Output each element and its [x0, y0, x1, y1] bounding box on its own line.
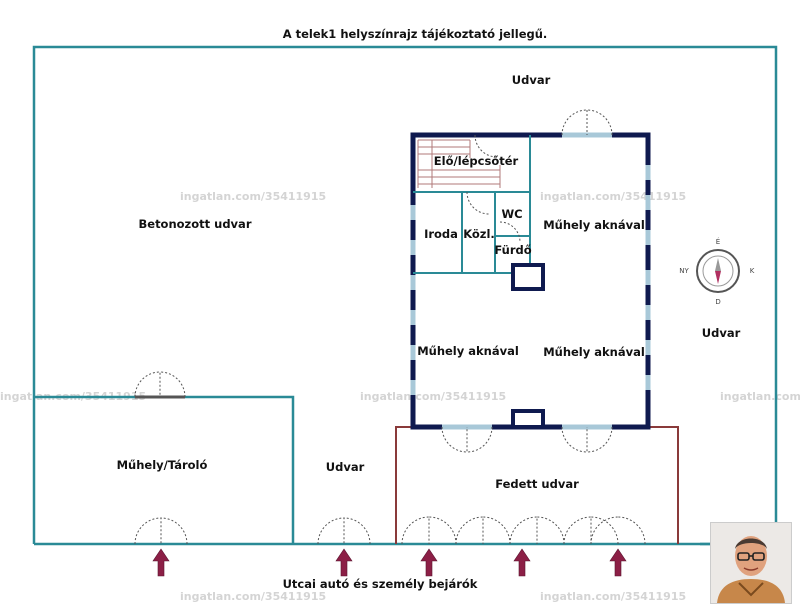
main-building — [410, 132, 651, 430]
watermark: ingatlan.com/35411915 — [180, 590, 326, 603]
compass-west: NY — [679, 267, 689, 275]
doors — [134, 109, 646, 545]
plan-title: A telek1 helyszínrajz tájékoztató jelleg… — [283, 27, 548, 41]
label-kozl: Közl. — [463, 227, 495, 241]
avatar — [710, 522, 792, 604]
label-muhely-aknaval: Műhely aknával — [543, 218, 645, 232]
compass-north: É — [716, 237, 720, 246]
label-udvar-mid: Udvar — [326, 460, 365, 474]
label-muhely-aknaval: Műhely aknával — [543, 345, 645, 359]
label-muhely-aknaval: Műhely aknával — [417, 344, 519, 358]
label-fedett-udvar: Fedett udvar — [495, 477, 579, 491]
compass-icon: É D K NY — [679, 237, 754, 306]
arrow-up-icon — [152, 548, 170, 577]
watermark: ingatlan.com/35411915 — [180, 190, 326, 203]
watermark: ingatlan.com/35411915 — [720, 390, 800, 403]
label-furdo: Fürdő — [494, 243, 531, 257]
label-muhely-tarolo: Műhely/Tároló — [117, 458, 208, 472]
label-betonozott-udvar: Betonozott udvar — [139, 217, 252, 231]
watermark: ingatlan.com/35411915 — [540, 590, 686, 603]
stairs — [417, 139, 501, 188]
person-photo-icon — [711, 523, 791, 603]
watermarks: ingatlan.com/35411915 ingatlan.com/35411… — [0, 190, 800, 603]
compass-east: K — [750, 267, 755, 275]
label-udvar-right: Udvar — [702, 326, 741, 340]
label-wc: WC — [501, 207, 522, 221]
pit-top — [511, 263, 545, 291]
watermark: ingatlan.com/35411915 — [360, 390, 506, 403]
label-udvar-top: Udvar — [512, 73, 551, 87]
storage-block-wall — [34, 395, 295, 544]
arrow-up-icon — [335, 548, 353, 577]
entrances-label: Utcai autó és személy bejárók — [283, 577, 478, 591]
arrow-up-icon — [609, 548, 627, 577]
arrow-up-icon — [420, 548, 438, 577]
label-iroda: Iroda — [424, 227, 458, 241]
pit-bottom — [511, 409, 545, 429]
compass-south: D — [715, 298, 720, 306]
entrance-arrows — [152, 548, 627, 577]
watermark: ingatlan.com/35411915 — [540, 190, 686, 203]
label-elo-lepcsoter: Elő/lépcsőtér — [434, 154, 519, 168]
arrow-up-icon — [513, 548, 531, 577]
